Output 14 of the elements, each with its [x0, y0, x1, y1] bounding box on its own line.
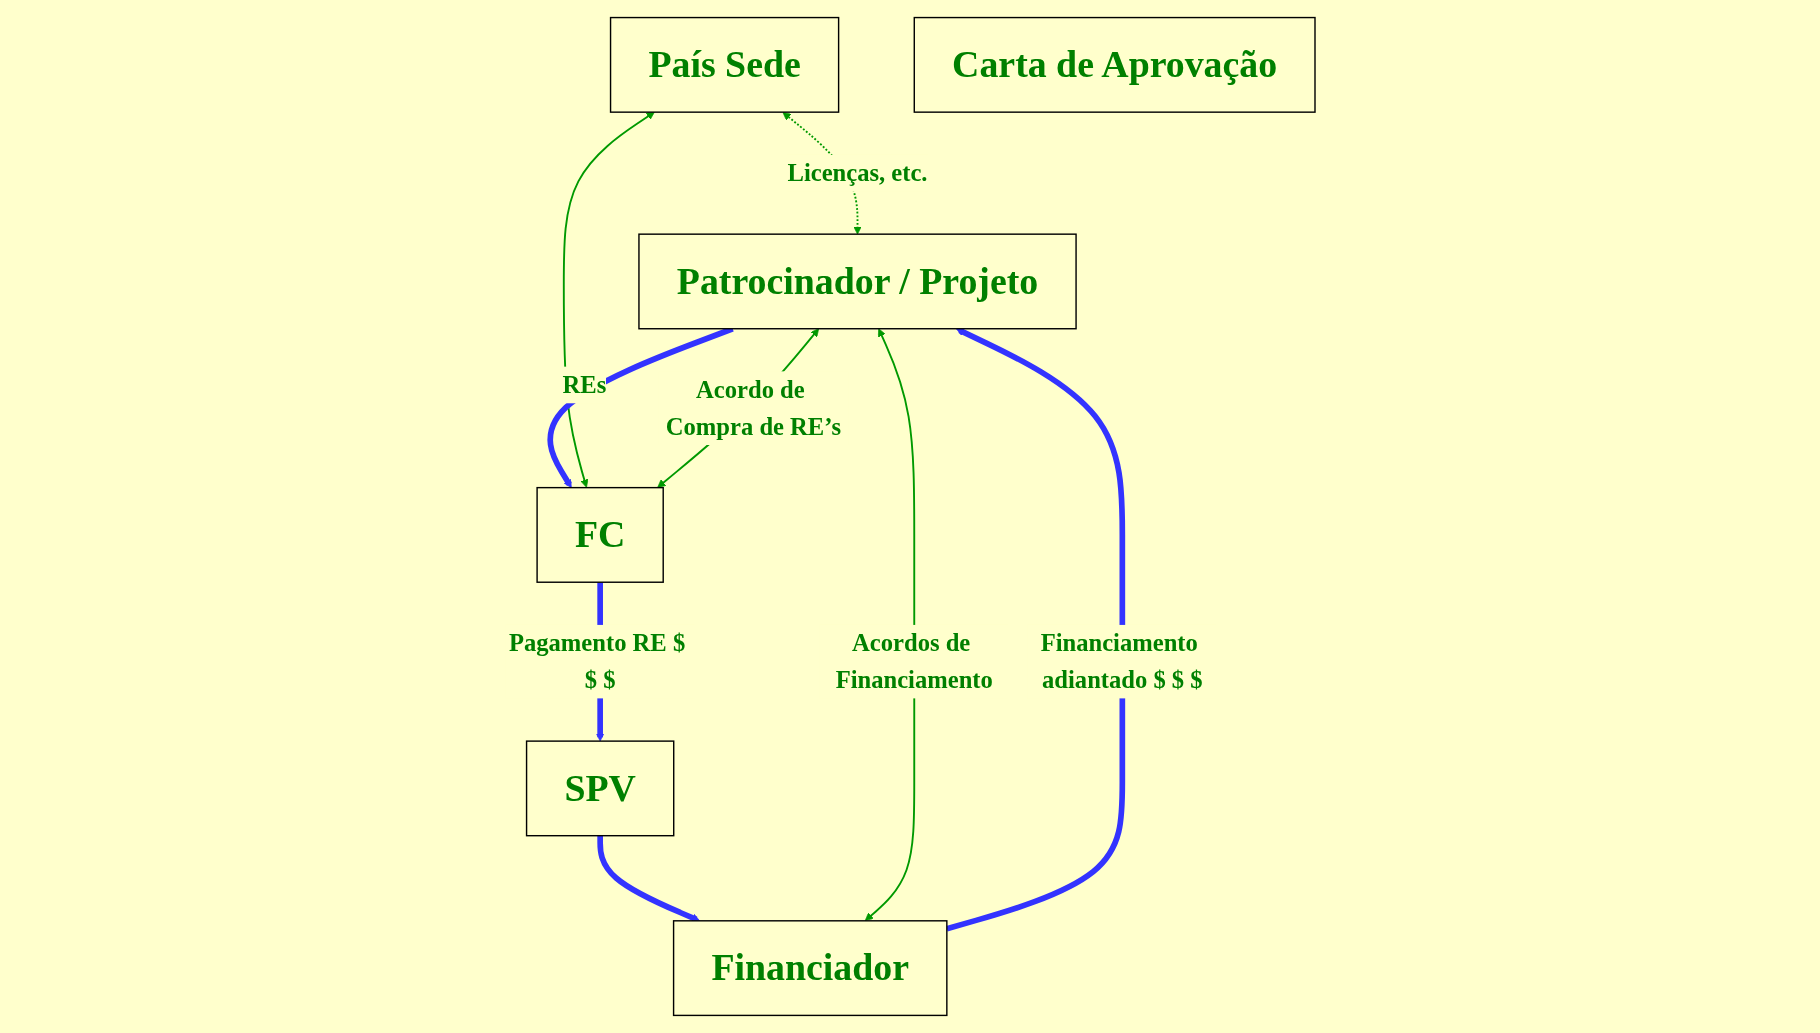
edge-label: Pagamento RE $ $ $: [508, 629, 685, 694]
arrow: [597, 835, 700, 922]
node-box: Carta de Aprovação: [913, 16, 1316, 113]
node-box: FC: [536, 486, 664, 583]
arrow: [562, 111, 655, 488]
node-box: Patrocinador / Projeto: [637, 233, 1077, 330]
edge-label: REs: [562, 371, 606, 399]
edge-label: Licenças, etc.: [787, 159, 928, 187]
node-box: SPV: [525, 740, 675, 837]
edge-label: Financiamento adiantado $ $ $: [1040, 629, 1203, 694]
node-box: País Sede: [609, 16, 840, 113]
node-box: Financiador: [672, 920, 948, 1017]
edge-label: Acordo de Compra de RE’s: [665, 376, 841, 441]
edge-label: Acordos de Financiamento: [835, 629, 993, 694]
